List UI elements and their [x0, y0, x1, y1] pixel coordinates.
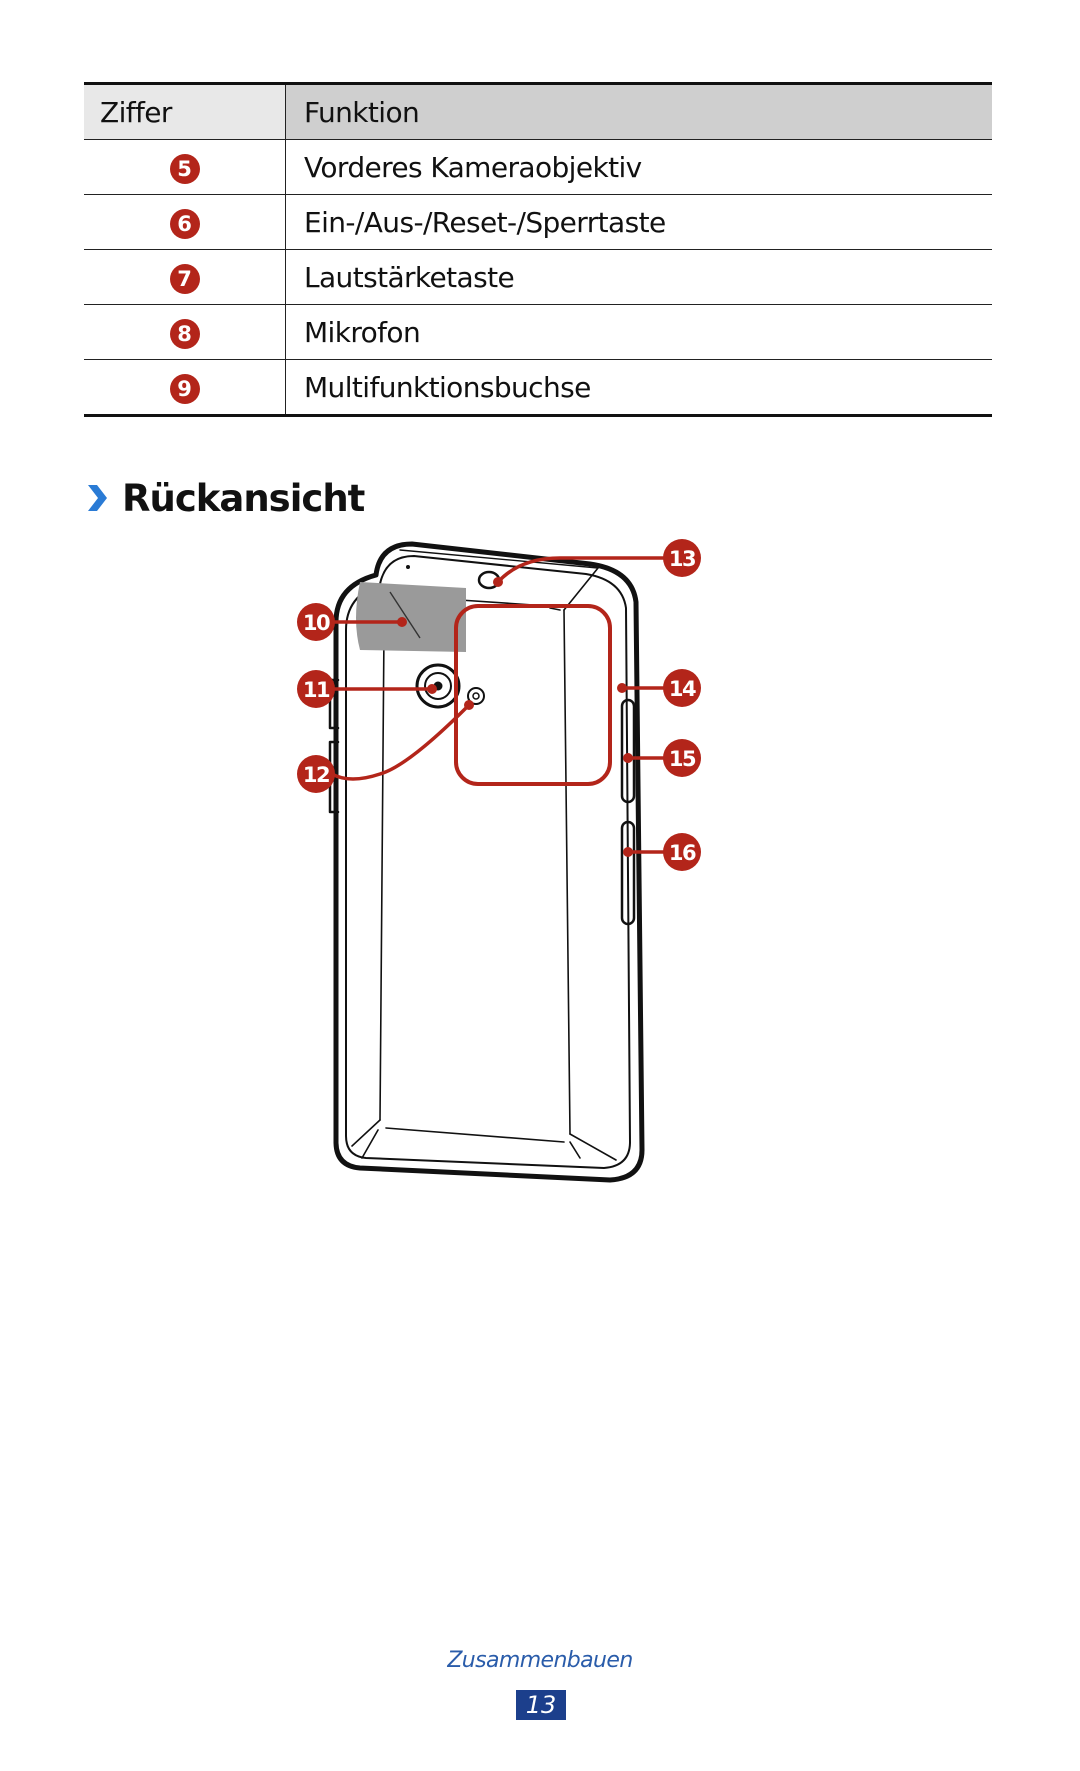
callout-16: 16 — [663, 833, 701, 871]
table-row: 8 Mikrofon — [84, 304, 992, 360]
function-cell: Ein-/Aus-/Reset-/Sperrtaste — [285, 194, 992, 250]
callout-12: 12 — [297, 755, 335, 793]
svg-text:10: 10 — [303, 611, 330, 635]
number-badge: 8 — [169, 319, 200, 349]
page-number: 13 — [516, 1690, 566, 1720]
callout-13: 13 — [663, 539, 701, 577]
function-cell: Vorderes Kameraobjektiv — [285, 139, 992, 195]
function-cell: Mikrofon — [285, 304, 992, 360]
phone-rear-drawing: 10 11 12 13 14 15 16 — [297, 539, 701, 1183]
antenna-area — [356, 582, 466, 652]
section-title: Rückansicht — [122, 476, 365, 520]
speaker-area — [454, 604, 612, 786]
function-cell: Lautstärketaste — [285, 249, 992, 305]
footer-section-name: Zusammenbauen — [447, 1648, 633, 1673]
table-row: 9 Multifunktionsbuchse — [84, 359, 992, 417]
number-badge: 7 — [169, 264, 200, 294]
svg-text:15: 15 — [669, 747, 696, 771]
number-badge: 9 — [169, 374, 200, 404]
callout-15: 15 — [663, 739, 701, 777]
phone-rear-illustration: 10 11 12 13 14 15 16 — [280, 530, 800, 1190]
svg-text:16: 16 — [669, 841, 696, 865]
number-badge: 5 — [169, 154, 200, 184]
header-function: Funktion — [285, 82, 992, 140]
parts-table: Ziffer Funktion 5 Vorderes Kameraobjekti… — [84, 82, 992, 417]
phone-body — [328, 541, 645, 1183]
callout-10: 10 — [297, 603, 335, 641]
callout-11: 11 — [297, 670, 335, 708]
svg-text:12: 12 — [303, 763, 329, 787]
flash — [467, 687, 485, 705]
section-heading: Rückansicht — [84, 470, 365, 526]
svg-text:11: 11 — [303, 678, 330, 702]
table-row: 6 Ein-/Aus-/Reset-/Sperrtaste — [84, 194, 992, 250]
svg-text:13: 13 — [669, 547, 695, 571]
chevron-right-icon — [88, 485, 107, 511]
camera-lens — [415, 663, 461, 709]
function-cell: Multifunktionsbuchse — [285, 359, 992, 417]
svg-text:14: 14 — [669, 677, 696, 701]
callout-14: 14 — [663, 669, 701, 707]
table-row: 5 Vorderes Kameraobjektiv — [84, 139, 992, 195]
number-badge: 6 — [169, 209, 200, 239]
header-number: Ziffer — [84, 82, 286, 140]
table-header-row: Ziffer Funktion — [84, 82, 992, 140]
table-row: 7 Lautstärketaste — [84, 249, 992, 305]
